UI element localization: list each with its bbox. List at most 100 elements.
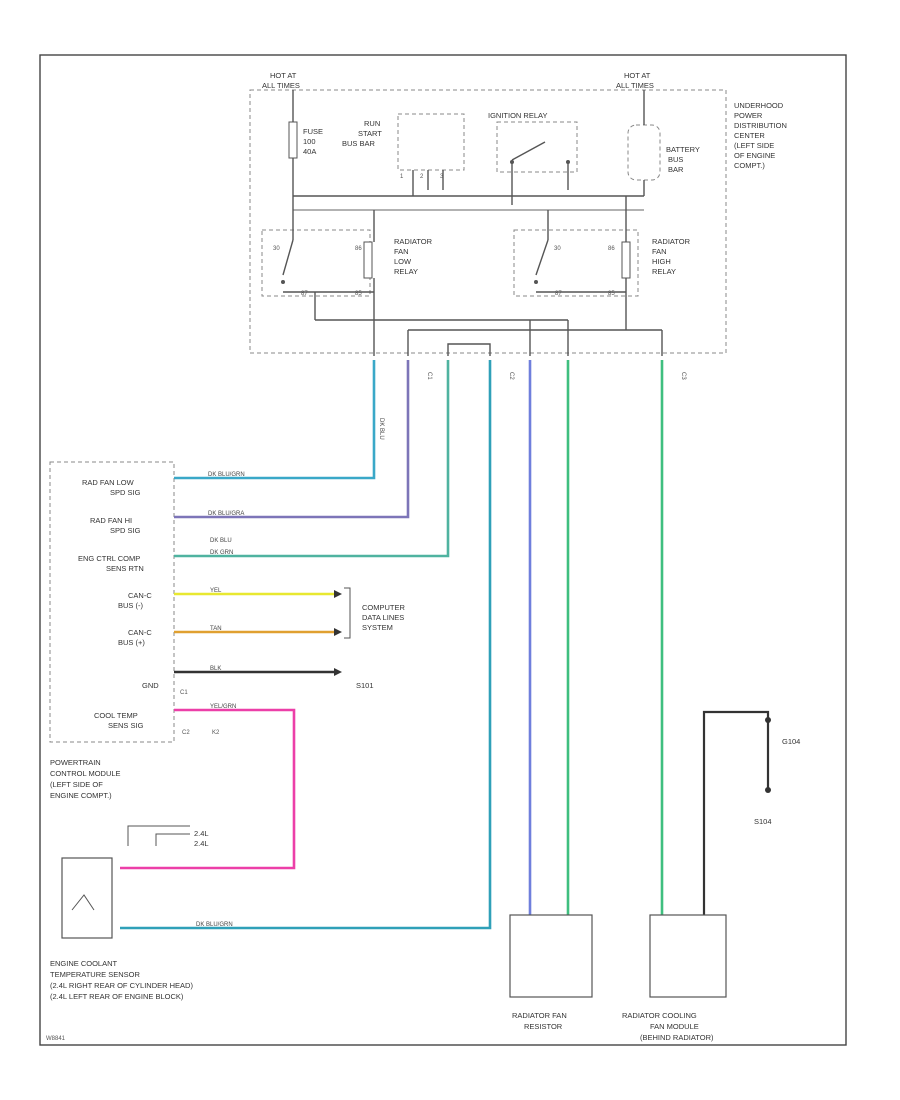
ect-label-3: (2.4L RIGHT REAR OF CYLINDER HEAD) xyxy=(50,981,193,990)
ect-sensor xyxy=(61,857,113,939)
run-start-pin-2: 2 xyxy=(420,174,424,180)
hot-left-label-2: ALL TIMES xyxy=(262,81,300,90)
wire-label-blk: BLK xyxy=(210,666,221,672)
variant-line-1 xyxy=(127,825,190,846)
pcm-box xyxy=(49,461,175,743)
fuse-symbol xyxy=(288,121,298,159)
wire-fan-module-ground xyxy=(702,710,770,915)
can-high-arrow xyxy=(334,628,342,636)
upd-label-6: OF ENGINE xyxy=(734,151,775,160)
low-relay-pin-86: 86 xyxy=(355,246,362,252)
radiator-fan-resistor xyxy=(509,914,593,998)
high-relay-label-4: RELAY xyxy=(652,267,676,276)
hot-left-label: HOT AT xyxy=(270,71,297,80)
pcm-hi-label: RAD FAN HI xyxy=(90,516,132,525)
resistor-label-1: RADIATOR FAN xyxy=(512,1011,567,1020)
run-start-pin-3: 3 xyxy=(440,174,444,180)
high-relay-label-2: FAN xyxy=(652,247,667,256)
pcm-name-2: CONTROL MODULE xyxy=(50,769,121,778)
s104-splice xyxy=(765,787,771,793)
ignition-relay-label: IGNITION RELAY xyxy=(488,111,547,120)
g104-label: G104 xyxy=(782,737,800,746)
wire-label-low-2: DK BLU/GRN xyxy=(196,922,233,928)
run-start-pin-1: 1 xyxy=(400,174,404,180)
can-low-arrow xyxy=(334,590,342,598)
run-start-label-3: BUS BAR xyxy=(342,139,376,148)
high-relay-pin-86: 86 xyxy=(608,246,615,252)
pcm-name-3: (LEFT SIDE OF xyxy=(50,780,103,789)
underhood-pdc-box xyxy=(249,89,727,354)
ect-label-1: ENGINE COOLANT xyxy=(50,959,118,968)
fuse-number: 100 xyxy=(303,137,316,146)
pcm-canh-label: CAN-C xyxy=(128,628,152,637)
wire-rad-fan-low xyxy=(174,360,376,480)
high-relay-label-1: RADIATOR xyxy=(652,237,691,246)
connector-c3: C3 xyxy=(680,372,686,380)
high-relay-contact xyxy=(534,280,538,284)
low-relay-label-4: RELAY xyxy=(394,267,418,276)
wire-ect-return xyxy=(174,360,450,558)
battery-bus-bar xyxy=(627,124,661,181)
low-relay-pin-85: 85 xyxy=(355,291,362,297)
low-relay-label-3: LOW xyxy=(394,257,412,266)
computer-label-2: DATA LINES xyxy=(362,613,404,622)
g104-splice xyxy=(765,717,771,723)
low-relay-switch xyxy=(282,239,294,276)
low-relay-pin-87: 87 xyxy=(301,291,308,297)
pcm-ect-label: ENG CTRL COMP xyxy=(78,554,140,563)
wire-label-yel: YEL xyxy=(210,588,222,594)
pcm-name-1: POWERTRAIN xyxy=(50,758,101,767)
wire-label-low: DK BLU/GRN xyxy=(208,472,245,478)
high-relay-label-3: HIGH xyxy=(652,257,671,266)
ect-label-2: TEMPERATURE SENSOR xyxy=(50,970,140,979)
fuse-label: FUSE xyxy=(303,127,323,136)
resistor-label-2: RESISTOR xyxy=(524,1022,563,1031)
wire-ect-sensor-return xyxy=(120,360,492,930)
computer-label-1: COMPUTER xyxy=(362,603,406,612)
upd-label-3: DISTRIBUTION xyxy=(734,121,787,130)
wire-label-pnk: YEL/GRN xyxy=(210,704,236,710)
pcm-gnd-c1: C1 xyxy=(180,690,188,696)
high-relay-pin-87: 87 xyxy=(555,291,562,297)
computer-label-3: SYSTEM xyxy=(362,623,393,632)
engine-variant-label: 2.4L xyxy=(194,829,209,838)
ignition-relay-box xyxy=(496,121,578,173)
fuse-amperage: 40A xyxy=(303,147,316,156)
wire-cool-temp-signal xyxy=(120,708,296,870)
hot-right-label-2: ALL TIMES xyxy=(616,81,654,90)
pcm-cool-label-2: SENS SIG xyxy=(108,721,144,730)
diagram-id: W8841 xyxy=(46,1036,66,1042)
upd-label-4: CENTER xyxy=(734,131,765,140)
low-relay-contact xyxy=(281,280,285,284)
radiator-cooling-fan-module xyxy=(649,914,727,998)
pcm-low-label-2: SPD SIG xyxy=(110,488,141,497)
battery-bus-label-3: BAR xyxy=(668,165,684,174)
fan-module-label-1: RADIATOR COOLING xyxy=(622,1011,697,1020)
diagram-frame xyxy=(39,54,847,1046)
wire-label-dk-blu-2: DK BLU xyxy=(210,538,232,544)
pcm-low-label: RAD FAN LOW xyxy=(82,478,135,487)
data-lines-bracket xyxy=(344,587,351,639)
ground-arrow xyxy=(334,668,342,676)
low-relay-coil xyxy=(363,241,373,279)
pcm-name-4: ENGINE COMPT.) xyxy=(50,791,112,800)
connector-c2: C2 xyxy=(508,372,514,380)
pcm-canh-label-2: BUS (+) xyxy=(118,638,145,647)
run-start-label: RUN xyxy=(364,119,380,128)
low-relay-label-2: FAN xyxy=(394,247,409,256)
high-relay-coil xyxy=(621,241,631,279)
high-relay-switch xyxy=(535,239,549,276)
ignition-relay-switch xyxy=(511,141,546,161)
radiator-fan-low-relay xyxy=(261,229,371,297)
low-relay-label-1: RADIATOR xyxy=(394,237,433,246)
pcm-cool-label: COOL TEMP xyxy=(94,711,138,720)
pcm-gnd-label: GND xyxy=(142,681,159,690)
wire-rad-fan-hi xyxy=(174,360,410,519)
pcm-canl-label-2: BUS (-) xyxy=(118,601,144,610)
run-start-bus-bar xyxy=(397,113,465,171)
wire-label-tan: TAN xyxy=(210,626,222,632)
upd-label-2: POWER xyxy=(734,111,763,120)
connector-c1: C1 xyxy=(426,372,432,380)
high-relay-pin-85: 85 xyxy=(608,291,615,297)
